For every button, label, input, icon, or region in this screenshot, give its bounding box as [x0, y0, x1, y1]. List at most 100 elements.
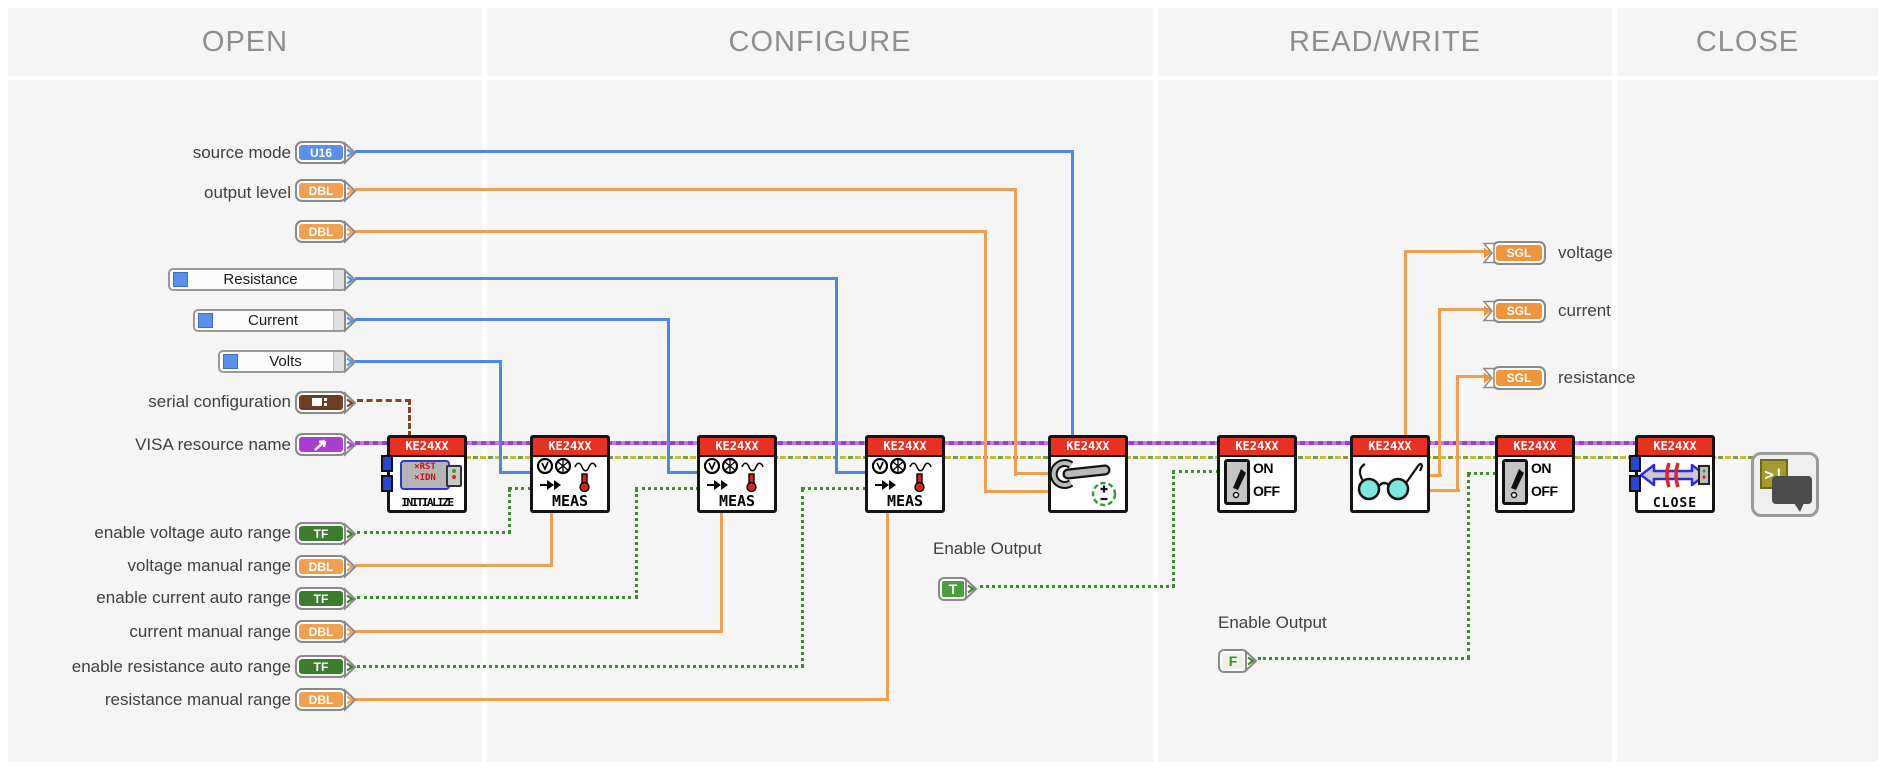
resistance-function-ring[interactable]: Resistance — [168, 268, 357, 291]
current-indicator-terminal[interactable]: SGL — [1482, 299, 1546, 323]
section-body-configure — [487, 80, 1153, 762]
node-banner: KE24XX — [1051, 438, 1125, 457]
current-out-wire — [1438, 309, 1441, 476]
boolean-value: F — [1228, 653, 1238, 669]
ring-icon — [223, 354, 238, 369]
terminal-tip-icon — [344, 620, 357, 643]
enable-current-auto-range-terminal[interactable]: TF — [295, 587, 357, 610]
enable-resistance-auto-wire — [357, 665, 804, 668]
terminal-tip-icon — [344, 391, 357, 414]
output-level-wire — [1014, 188, 1017, 476]
ring-icon — [198, 313, 213, 328]
node-banner: KE24XX — [868, 438, 942, 457]
resistance-manual-wire — [355, 698, 889, 701]
dbl-wire — [355, 230, 987, 233]
node-caption: MEAS — [886, 492, 924, 510]
voltage-manual-range-terminal[interactable]: DBL — [295, 555, 357, 578]
config-volts-meas-node[interactable]: KE24XX MEAS — [530, 435, 610, 513]
enable-output-false-constant[interactable]: F — [1218, 649, 1258, 673]
init-node[interactable]: KE24XX ×RST ×IDN INITIALIZE — [381, 435, 467, 513]
resistance-label: resistance — [1558, 368, 1636, 387]
ring-increment[interactable] — [333, 352, 345, 371]
terminal-tip-icon — [965, 577, 978, 601]
node-banner: KE24XX — [1220, 438, 1294, 457]
enable-output-node[interactable]: KE24XX ON OFF — [1217, 435, 1297, 513]
on-label: ON — [1253, 460, 1274, 476]
resistance-manual-range-terminal[interactable]: DBL — [295, 688, 357, 711]
dbl-terminal[interactable]: DBL — [295, 220, 357, 243]
node-caption: MEAS — [718, 492, 756, 510]
node-banner: KE24XX — [1498, 438, 1572, 457]
enable-voltage-auto-wire — [357, 531, 511, 534]
read-node[interactable]: KE24XX — [1350, 435, 1430, 513]
connector-tab-icon — [381, 455, 393, 472]
config-current-meas-node[interactable]: KE24XX MEAS — [697, 435, 777, 513]
terminal-tip-icon — [344, 522, 357, 545]
node-caption: INITIALIZE — [401, 496, 454, 509]
error-handler-node[interactable]: >! — [1751, 452, 1819, 517]
config-source-node[interactable]: KE24XX — [1048, 435, 1128, 513]
current-label: current — [1558, 301, 1611, 320]
node-banner: KE24XX — [533, 438, 607, 457]
connector-tab-icon — [1629, 475, 1641, 492]
enable-output-false-wire — [1258, 657, 1470, 660]
enable-voltage-auto-wire — [508, 487, 532, 490]
terminal-tip-icon — [344, 179, 357, 202]
resistance-out-wire — [1430, 489, 1460, 492]
terminal-tip-icon — [344, 688, 357, 711]
initialize-icon: ×RST ×IDN — [400, 460, 450, 490]
volts-func-wire — [355, 360, 502, 363]
terminal-type: TF — [313, 526, 329, 541]
source-mode-terminal[interactable]: U16 — [295, 141, 357, 164]
node-caption: CLOSE — [1652, 496, 1698, 511]
terminal-tip-icon — [344, 433, 357, 456]
current-manual-range-terminal[interactable]: DBL — [295, 620, 357, 643]
resistance-func-wire — [355, 277, 838, 280]
serial-configuration-terminal[interactable] — [295, 391, 357, 414]
terminal-type: SGL — [1506, 246, 1532, 260]
terminal-tip-icon — [344, 350, 357, 373]
disable-output-node[interactable]: KE24XX ON OFF — [1495, 435, 1575, 513]
enable-output-false-wire — [1467, 472, 1497, 475]
volts-func-wire — [499, 360, 502, 473]
enable-voltage-auto-range-terminal[interactable]: TF — [295, 522, 357, 545]
ring-icon — [173, 272, 188, 287]
node-caption: MEAS — [551, 492, 589, 510]
current-function-ring[interactable]: Current — [193, 309, 357, 332]
output-level-terminal[interactable]: DBL — [295, 179, 357, 202]
terminal-type: U16 — [309, 145, 332, 160]
config-resistance-meas-node[interactable]: KE24XX MEAS — [865, 435, 945, 513]
node-banner: KE24XX — [390, 438, 464, 457]
voltage-manual-wire — [355, 564, 553, 567]
off-label: OFF — [1531, 483, 1558, 499]
dialog-bubble-icon — [1772, 476, 1812, 512]
current-manual-range-label: current manual range — [129, 622, 291, 641]
indicator-notch-icon — [1482, 242, 1495, 264]
enable-current-auto-range-label: enable current auto range — [96, 588, 291, 607]
enable-output-true-constant[interactable]: T — [938, 577, 978, 601]
section-title: READ/WRITE — [1288, 25, 1482, 58]
terminal-tip-icon — [1245, 649, 1258, 673]
current-func-wire — [355, 318, 670, 321]
output-level-label: output level — [204, 183, 291, 202]
close-node[interactable]: KE24XX CLOSE — [1629, 435, 1715, 513]
dbl-wire — [984, 230, 987, 492]
voltage-label: voltage — [1558, 243, 1613, 262]
voltage-manual-wire — [550, 510, 553, 566]
serial-config-wire — [408, 399, 411, 437]
boolean-value: T — [948, 581, 958, 597]
visa-resource-name-terminal[interactable] — [295, 433, 357, 456]
enable-resistance-auto-range-terminal[interactable]: TF — [295, 655, 357, 678]
measure-icon — [871, 457, 932, 493]
section-header-readwrite: READ/WRITE — [1158, 8, 1612, 76]
current-out-wire — [1430, 474, 1442, 477]
enable-output-true-wire — [1172, 471, 1175, 587]
resistance-manual-range-label: resistance manual range — [104, 690, 291, 709]
volts-function-ring[interactable]: Volts — [218, 350, 357, 373]
measure-icon — [703, 457, 764, 493]
visa-arrow-icon — [314, 439, 327, 451]
ring-increment[interactable] — [333, 270, 345, 289]
ring-increment[interactable] — [333, 311, 345, 330]
resistance-indicator-terminal[interactable]: SGL — [1482, 366, 1546, 390]
voltage-indicator-terminal[interactable]: SGL — [1482, 241, 1546, 265]
